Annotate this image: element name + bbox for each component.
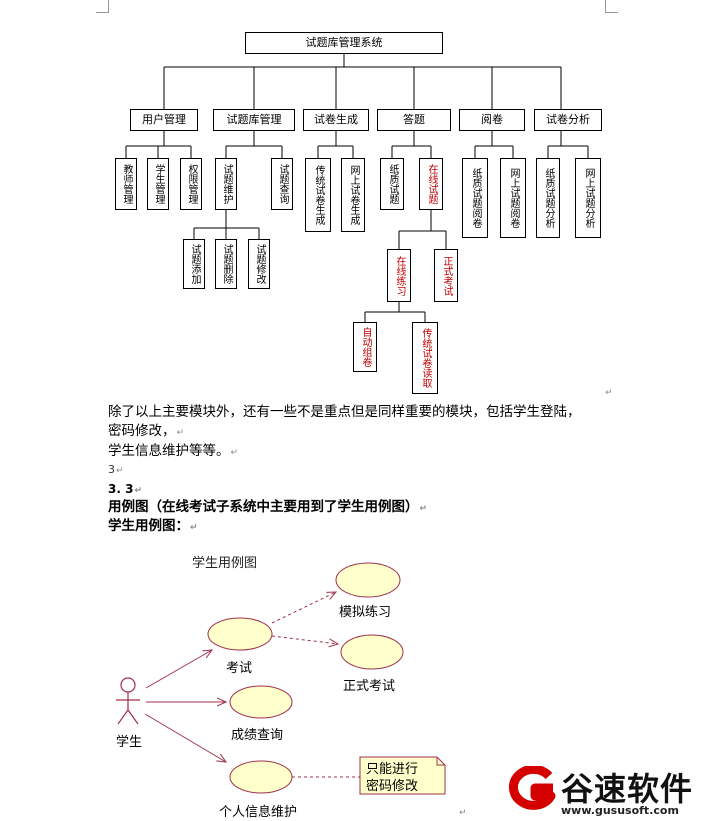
- text-line: 3: [108, 463, 115, 476]
- paragraph-mark-icon: ↵: [230, 448, 239, 458]
- node-student-mgmt: 学生管理: [147, 158, 169, 210]
- node-permission-mgmt: 权限管理: [180, 158, 202, 210]
- node-label: 学生管理: [153, 164, 164, 204]
- node-question-add: 试题添加: [183, 239, 205, 289]
- usecase-practice-ellipse: [335, 562, 401, 598]
- tree-root-label: 试题库管理系统: [305, 36, 383, 49]
- node-label: 网上试卷生成: [348, 165, 359, 225]
- usecase-formal-label: 正式考试: [343, 679, 396, 694]
- body-paragraph-line2: 密码修改，↵: [108, 422, 184, 442]
- node-label: 权限管理: [186, 164, 197, 204]
- node-question-maintain: 试题维护: [215, 158, 237, 210]
- usecase-profile-ellipse: [229, 760, 293, 794]
- node-teacher-mgmt: 教师管理: [115, 158, 137, 210]
- node-label: 试题添加: [189, 244, 200, 284]
- node-auto-compose: 自动组卷: [353, 322, 377, 372]
- page-corner-mark-left: [96, 0, 109, 13]
- module-box-grading: 阅卷: [459, 109, 525, 131]
- node-label: 试题修改: [254, 244, 265, 284]
- node-label: 试题维护: [221, 164, 232, 204]
- paragraph-mark-icon: ↵: [419, 504, 428, 514]
- module-label: 试题库管理: [226, 113, 282, 126]
- node-question-delete: 试题删除: [215, 239, 237, 289]
- text-line: 密码修改，: [108, 423, 176, 439]
- section-number: 3. 3↵: [108, 480, 142, 500]
- usecase-formal-ellipse: [340, 634, 404, 670]
- node-label: 纸质试题阅卷: [470, 168, 481, 228]
- text-line: 学生信息维护等等。: [108, 443, 230, 459]
- note-line1: 只能进行: [366, 762, 419, 777]
- node-online-analysis: 网上试题分析: [575, 158, 601, 238]
- node-paper-grading: 纸质试题阅卷: [462, 158, 488, 238]
- node-label: 教师管理: [121, 164, 132, 204]
- brand-name: 谷速软件: [561, 770, 694, 808]
- actor-figure: [116, 677, 140, 725]
- student-usecase-heading: 学生用例图：↵: [108, 517, 198, 537]
- paragraph-mark-icon: ↵: [190, 523, 198, 533]
- module-box-analysis: 试卷分析: [534, 109, 602, 131]
- node-question-query: 试题查询: [271, 158, 293, 210]
- node-label: 自动组卷: [360, 327, 371, 367]
- usecase-profile-label: 个人信息维护: [219, 805, 298, 820]
- node-online-grading: 网上试题阅卷: [500, 158, 526, 238]
- node-label: 在线练习: [394, 255, 405, 296]
- usecase-graphics: [116, 562, 446, 795]
- paragraph-mark-icon: ↵: [134, 486, 142, 496]
- node-label: 传统试卷读取: [420, 328, 431, 388]
- usecase-exam-ellipse: [207, 617, 273, 651]
- note-line2: 密码修改: [366, 779, 419, 794]
- note-shape: [359, 756, 446, 795]
- paragraph-mark-icon: ↵: [176, 428, 185, 438]
- node-paper-question: 纸质试题: [380, 158, 404, 210]
- node-label: 网上试题分析: [583, 168, 594, 228]
- module-label: 用户管理: [142, 113, 186, 126]
- usecase-score-ellipse: [229, 685, 293, 719]
- usecase-score-label: 成绩查询: [231, 728, 284, 743]
- heading-text: 用例图（在线考试子系统中主要用到了学生用例图）: [108, 499, 419, 515]
- module-box-paper-gen: 试卷生成: [303, 109, 369, 131]
- node-label: 纸质试题分析: [543, 168, 554, 228]
- node-label: 网上试题阅卷: [508, 168, 519, 228]
- text-line: 除了以上主要模块外，还有一些不是重点但是同样重要的模块，包括学生登陆，: [108, 404, 581, 420]
- node-traditional-paper-read: 传统试卷读取: [412, 322, 438, 394]
- usecase-practice-label: 模拟练习: [339, 605, 392, 620]
- module-box-user: 用户管理: [130, 109, 198, 131]
- node-question-edit: 试题修改: [248, 239, 270, 289]
- node-label: 试题删除: [221, 244, 232, 284]
- brand-url: www.gususoft.com: [561, 804, 679, 817]
- module-box-answer: 答题: [377, 109, 451, 131]
- page-corner-mark-right: [605, 0, 618, 13]
- usecase-heading: 用例图（在线考试子系统中主要用到了学生用例图）↵: [108, 498, 427, 518]
- node-online-practice: 在线练习: [387, 249, 411, 302]
- module-label: 试卷生成: [314, 113, 358, 126]
- body-paragraph-line4: 3↵: [108, 461, 124, 480]
- paragraph-mark-icon: ↵: [116, 466, 124, 476]
- node-paper-analysis: 纸质试题分析: [536, 158, 560, 238]
- usecase-diagram-title: 学生用例图: [192, 556, 258, 571]
- section-number-text: 3. 3: [108, 482, 134, 496]
- node-label: 试题查询: [277, 164, 288, 204]
- body-paragraph-line3: 学生信息维护等等。↵: [108, 442, 238, 462]
- body-paragraph-line1: 除了以上主要模块外，还有一些不是重点但是同样重要的模块，包括学生登陆，: [108, 403, 581, 421]
- node-formal-exam: 正式考试: [434, 249, 458, 302]
- heading-text: 学生用例图：: [108, 518, 189, 534]
- usecase-exam-label: 考试: [226, 661, 253, 676]
- node-label: 正式考试: [441, 255, 452, 296]
- module-label: 答题: [403, 113, 425, 126]
- paragraph-mark-icon: ↵: [459, 808, 467, 818]
- node-label: 传统试卷生成: [313, 165, 324, 225]
- logo-g-icon: [505, 764, 559, 811]
- paragraph-mark-icon: ↵: [605, 388, 613, 398]
- actor-label: 学生: [116, 735, 143, 750]
- node-online-question: 在线试题: [419, 158, 443, 210]
- node-label: 在线试题: [426, 164, 437, 204]
- module-box-question-bank: 试题库管理: [213, 109, 295, 131]
- node-label: 纸质试题: [387, 164, 398, 204]
- node-traditional-paper-gen: 传统试卷生成: [305, 158, 331, 232]
- module-label: 试卷分析: [546, 113, 590, 126]
- tree-connectors: [125, 53, 589, 322]
- node-online-paper-gen: 网上试卷生成: [341, 158, 365, 232]
- tree-root-box: 试题库管理系统: [245, 32, 443, 54]
- module-label: 阅卷: [481, 113, 503, 126]
